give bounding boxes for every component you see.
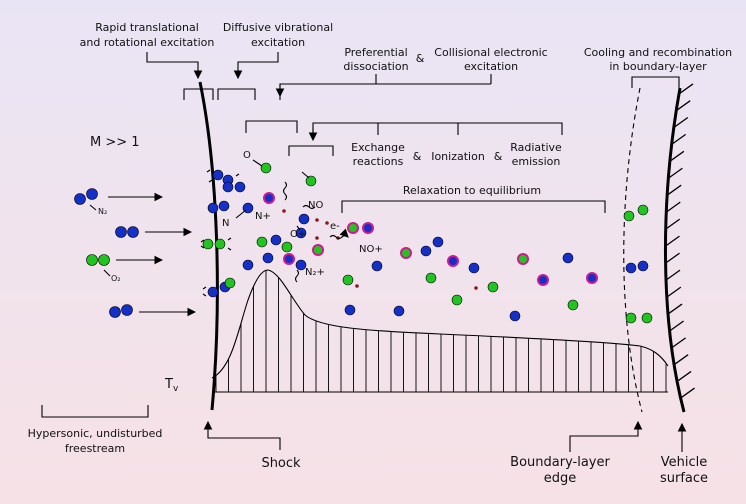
label-exchange-line1: Exchange <box>351 141 405 154</box>
bracket-dissociation-zone <box>245 120 298 133</box>
post-shock-particles <box>200 159 653 324</box>
label-radiative-line2: emission <box>512 155 561 168</box>
label-hypersonic-line2: freestream <box>65 442 125 455</box>
label-exchange-line2: reactions <box>353 155 404 168</box>
freestream-molecules: N₂ O₂ <box>74 188 197 318</box>
label-ionization: Ionization <box>431 150 485 163</box>
wall-hatch-line <box>665 218 681 230</box>
shock-wave <box>198 81 219 411</box>
label-collisional-excitation-line1: Collisional electronic <box>434 46 547 59</box>
label-n2-freestream: N₂ <box>98 207 107 216</box>
label-ampersand-top: & <box>416 52 425 65</box>
label-electron: e- <box>330 221 340 232</box>
label-vehicle-line2: surface <box>660 471 708 486</box>
label-collisional-excitation-line2: excitation <box>464 60 518 73</box>
label-mach-number: M >> 1 <box>90 135 140 150</box>
label-shock: Shock <box>261 456 301 471</box>
wall-hatch-line <box>671 133 687 145</box>
label-ampersand-2: & <box>494 150 503 163</box>
bracket-freestream <box>41 405 149 418</box>
wall-hatch-line <box>665 269 681 281</box>
wall-hatch-line <box>665 201 681 213</box>
label-n2-plus: N₂+ <box>305 267 325 278</box>
wall-hatch-line <box>665 235 680 247</box>
label-vehicle-line1: Vehicle <box>661 455 708 470</box>
vibrational-temperature-profile <box>211 269 669 393</box>
label-ampersand-1: & <box>413 150 422 163</box>
label-tv: Tv <box>164 377 179 394</box>
label-cooling-recombination-line1: Cooling and recombination <box>584 46 732 59</box>
wall-hatch-line <box>666 184 682 196</box>
bracket-rapid-excitation <box>146 52 203 80</box>
wall-hatch-line <box>671 337 687 349</box>
label-n-plus: N+ <box>255 211 271 222</box>
label-preferential-dissociation-line2: dissociation <box>343 60 408 73</box>
wall-hatch-line <box>669 320 684 332</box>
wall-hatch-line <box>678 83 694 95</box>
label-cooling-recombination-line2: in boundary-layer <box>609 60 707 73</box>
label-radiative-line1: Radiative <box>510 141 562 154</box>
wall-hatch-line <box>675 100 691 112</box>
bracket-reactions-group <box>308 122 563 142</box>
label-hypersonic-line1: Hypersonic, undisturbed <box>28 427 163 440</box>
wall-hatch-line <box>673 354 689 366</box>
pointer-boundary-layer-edge <box>569 420 643 452</box>
label-o2-freestream: O₂ <box>111 274 121 283</box>
label-o-plus: O+ <box>290 229 306 240</box>
wall-hatch-line <box>667 303 683 315</box>
label-no-plus: NO+ <box>359 244 383 255</box>
label-no: NO <box>308 200 323 211</box>
wall-hatch-line <box>680 387 695 399</box>
label-boundary-layer-line1: Boundary-layer <box>510 455 610 470</box>
wall-hatch-line <box>667 167 683 179</box>
wall-hatch-line <box>669 150 685 162</box>
wall-hatch-line <box>666 286 682 298</box>
label-boundary-layer-line2: edge <box>544 471 577 486</box>
bracket-diffusive-vibrational <box>233 52 279 80</box>
wall-hatch-line <box>665 252 680 264</box>
label-diffusive-vibrational-line2: excitation <box>251 36 305 49</box>
boundary-layer-edge <box>623 87 643 413</box>
label-diffusive-vibrational-line1: Diffusive vibrational <box>223 21 333 34</box>
label-rapid-excitation-line2: and rotational excitation <box>80 36 215 49</box>
label-n-atom: N <box>222 218 229 229</box>
bracket-relaxation <box>341 200 606 213</box>
label-rapid-excitation-line1: Rapid translational <box>95 21 199 34</box>
label-o-atom: O <box>243 150 251 161</box>
vehicle-surface <box>663 83 695 413</box>
bracket-shock-regions <box>183 88 256 100</box>
pointer-shock <box>203 420 281 450</box>
wall-hatch-line <box>676 370 692 382</box>
label-relaxation-equilibrium: Relaxation to equilibrium <box>403 184 541 197</box>
bracket-dissociation-collisional <box>275 74 492 100</box>
wall-hatch-line <box>673 116 689 129</box>
label-preferential-dissociation-line1: Preferential <box>344 46 407 59</box>
bracket-ionization-zone <box>288 145 334 156</box>
bracket-cooling <box>631 76 680 88</box>
